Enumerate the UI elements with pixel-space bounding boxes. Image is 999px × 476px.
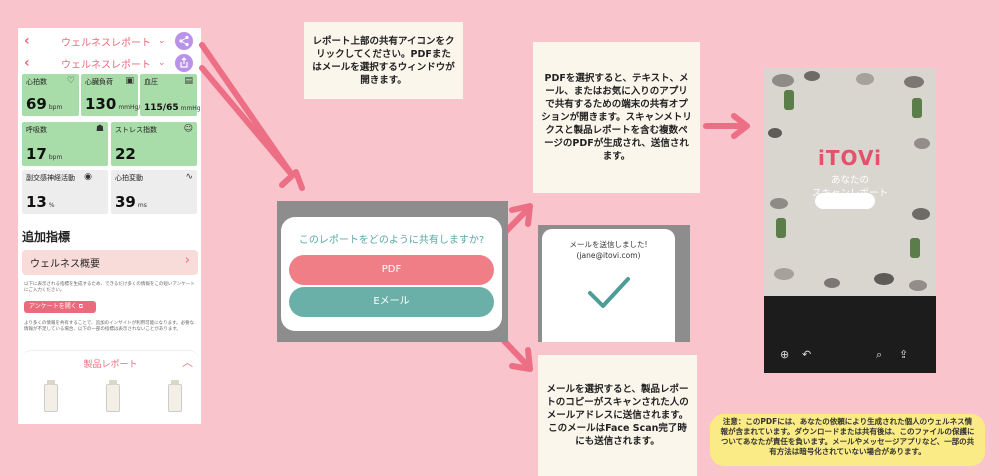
back-chevron-icon[interactable]: ‹ <box>24 33 30 49</box>
smiley-icon: ☺ <box>183 124 193 134</box>
product-report-panel[interactable]: 製品レポート ︿ <box>22 350 199 424</box>
note-email: メールを選択すると、製品レポートのコピーがスキャンされた人のメールアドレスに送信… <box>538 355 697 476</box>
product-report-title: 製品レポート <box>83 360 138 370</box>
chevron-right-icon: › <box>184 253 190 268</box>
metric-value: 22 <box>115 145 136 163</box>
stone-decoration <box>874 273 894 285</box>
share-icon[interactable] <box>175 32 193 50</box>
report-header-duplicate: ‹ ウェルネスレポート ⌄ <box>18 52 201 74</box>
metric-label: 副交感神経活動 <box>26 174 75 182</box>
wellness-overview-label: ウェルネス概要 <box>30 259 100 270</box>
report-title-line1: あなたの <box>830 175 869 186</box>
product-bottle <box>106 380 120 412</box>
stone-decoration <box>909 280 927 291</box>
note-share-icon: レポート上部の共有アイコンをクリックしてください。PDFまたはメールを選択するウ… <box>304 22 463 99</box>
leaf-decoration <box>912 98 922 118</box>
email-sent-screenshot: メールを送信しました! (jane@itovi.com) <box>538 225 690 342</box>
stone-decoration <box>856 73 874 85</box>
stone-decoration <box>912 208 930 220</box>
stone-decoration <box>914 138 930 149</box>
metric-label: 血圧 <box>144 78 158 86</box>
pdf-button[interactable]: PDF <box>289 255 494 285</box>
undo-icon[interactable]: ↶ <box>802 348 812 361</box>
pdf-viewer-toolbar: ⊕ ↶ ⌕ ⇪ <box>764 296 936 373</box>
header-title: ウェルネスレポート <box>61 59 151 71</box>
email-button[interactable]: Eメール <box>289 287 494 317</box>
metric-label: 呼吸数 <box>26 126 47 134</box>
survey-note: 以下に表示される指標を生成するため、できるだけ多くの情報をこの短いアンケートにご… <box>24 282 195 293</box>
metric-label: 心拍変動 <box>115 174 143 182</box>
email-sent-address: (jane@itovi.com) <box>576 251 641 260</box>
email-sent-message: メールを送信しました! <box>569 240 648 249</box>
stone-decoration <box>824 278 840 288</box>
metric-label: 心臓負荷 <box>85 78 113 86</box>
search-icon[interactable]: ⌕ <box>876 348 883 361</box>
chevron-up-icon[interactable]: ︿ <box>182 356 193 369</box>
stone-decoration <box>768 128 782 138</box>
checkmark-icon <box>588 277 630 308</box>
leaf-decoration <box>784 90 794 110</box>
share-icon[interactable]: ⇪ <box>899 348 909 361</box>
metric-label: ストレス指数 <box>115 126 157 134</box>
lungs-icon: ☗ <box>95 124 104 134</box>
chevron-down-icon[interactable]: ⌄ <box>158 58 166 68</box>
report-info-card <box>815 193 875 209</box>
product-bottle <box>168 380 182 412</box>
leaf-decoration <box>776 218 786 238</box>
product-bottle <box>44 380 58 412</box>
stone-decoration <box>804 71 820 81</box>
metric-value: 13% <box>26 193 55 211</box>
metric-parasympathetic[interactable]: 副交感神経活動 ◉ 13% <box>22 170 108 214</box>
export-icon[interactable] <box>175 54 193 72</box>
stone-decoration <box>904 76 924 88</box>
report-header: ‹ ウェルネスレポート ⌄ <box>18 30 201 52</box>
metric-stress-index[interactable]: ストレス指数 ☺ 22 <box>111 122 197 166</box>
share-dialog: このレポートをどのように共有しますか? PDF Eメール <box>281 217 502 331</box>
pulse-wave-icon: ∿ <box>185 172 193 182</box>
stone-decoration <box>772 74 794 87</box>
share-dialog-screenshot: このレポートをどのように共有しますか? PDF Eメール <box>277 201 508 342</box>
open-survey-label: アンケートを開く <box>29 303 77 310</box>
external-link-icon: ⧉ <box>78 303 83 310</box>
additional-metrics-heading: 追加指標 <box>22 230 71 244</box>
disclaimer-note: 注意：このPDFには、あなたの依頼により生成された個人のウェルネス情報が含まれて… <box>710 414 985 466</box>
insight-note: より多くの情報を共有することで、追加のインサイトが利用可能になります。必要な情報… <box>24 321 195 332</box>
open-survey-button[interactable]: アンケートを開く ⧉ <box>24 301 96 313</box>
arrow-share-to-dialog-2 <box>199 65 295 178</box>
metric-label: 心拍数 <box>26 78 47 86</box>
zoom-icon[interactable]: ⊕ <box>780 348 790 361</box>
back-chevron-icon[interactable]: ‹ <box>24 55 30 71</box>
leaf-decoration <box>910 238 920 258</box>
wellness-overview-button[interactable]: ウェルネス概要 › <box>22 250 198 275</box>
heart-load-icon: ▣ <box>125 76 134 86</box>
itovi-logo: iTOVi <box>818 146 882 170</box>
blood-pressure-icon: ▤ <box>184 76 193 86</box>
note-pdf: PDFを選択すると、テキスト、メール、またはお気に入りのアプリで共有するための端… <box>533 42 700 193</box>
stone-decoration <box>770 198 788 209</box>
email-sent-card: メールを送信しました! (jane@itovi.com) <box>542 229 675 342</box>
chevron-down-icon[interactable]: ⌄ <box>158 36 166 46</box>
stone-decoration <box>774 268 794 280</box>
heartbeat-icon: ♡ <box>66 76 75 86</box>
pdf-report-preview: iTOVi あなたの スキャンレポート ⊕ ↶ ⌕ ⇪ <box>764 68 936 373</box>
share-question: このレポートをどのように共有しますか? <box>298 235 485 246</box>
header-title: ウェルネスレポート <box>61 37 151 49</box>
nerve-icon: ◉ <box>84 172 92 182</box>
